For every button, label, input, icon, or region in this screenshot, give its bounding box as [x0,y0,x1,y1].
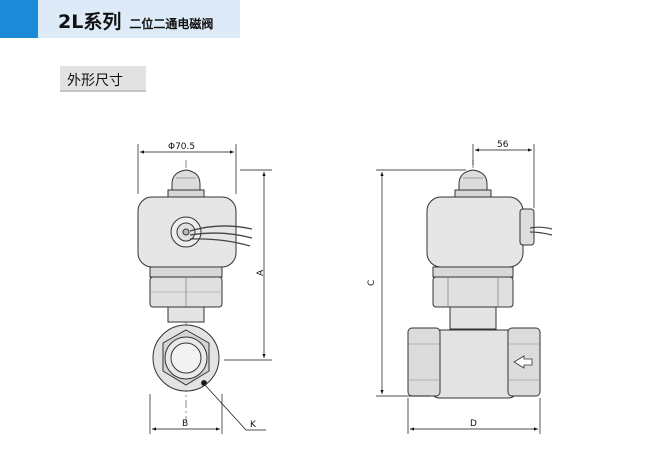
side-left-port [407,327,441,397]
front-view [137,160,253,420]
front-port-marker [201,380,207,386]
side-coil-body [426,196,524,268]
side-dimensions [376,144,541,434]
section-title: 外形尺寸 [67,73,123,89]
page-title: 2L系列 二位二通电磁阀 [58,7,214,33]
front-hex-collar [149,266,223,278]
front-neck [167,306,205,323]
flow-arrow-icon [513,355,533,369]
side-top-label: 56 [497,140,509,150]
side-hex-nut [432,276,514,308]
header-bar [0,0,240,38]
side-connector [519,208,535,246]
port-callout-label: K [250,420,257,430]
side-height-label: C [367,280,377,286]
series-subtitle: 二位二通电磁阀 [129,17,214,31]
side-stem [449,306,497,330]
side-hex-collar [432,266,514,278]
section-tab-dimensions: 外形尺寸 [60,66,146,92]
side-body [431,329,517,399]
front-height-label: A [256,269,266,276]
front-wire-1 [189,225,253,232]
side-length-label: D [470,419,477,429]
front-wire-3 [189,238,251,247]
side-top-nut [458,169,488,193]
front-top-nut [171,169,201,193]
front-base-label: B [182,419,188,429]
series-title: 2L系列 [58,11,122,33]
port-leader-line [204,384,247,431]
front-wire-2 [189,232,253,239]
side-view [407,160,553,400]
front-dimensions [137,144,272,434]
front-port-inner [170,342,202,374]
front-width-label: Φ70.5 [168,142,195,152]
header-accent-block [0,0,38,38]
